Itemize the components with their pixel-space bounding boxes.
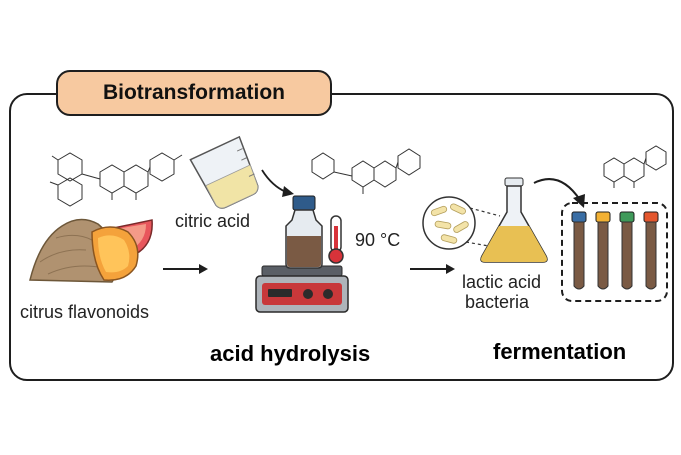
test-tube-green-cap-icon xyxy=(619,211,635,290)
fermentation-product-structure-icon xyxy=(603,145,667,188)
temperature-label: 90 °C xyxy=(355,230,401,250)
bacteria-magnified-icon xyxy=(422,196,476,250)
citrus-flavonoids-label: citrus flavonoids xyxy=(20,302,150,322)
bacteria-label: bacteria xyxy=(464,292,530,312)
citric-acid-beaker-icon xyxy=(189,135,259,209)
hotplate-icon xyxy=(255,265,349,313)
acid-hydrolysis-step-label: acid hydrolysis xyxy=(210,341,371,366)
process-frame xyxy=(9,93,674,381)
test-tube-blue-cap-icon xyxy=(571,211,587,290)
lactic-acid-label: lactic acid xyxy=(462,272,542,292)
flavonoid-glycoside-structure-icon xyxy=(49,152,183,207)
diagram-title: Biotransformation xyxy=(56,70,332,116)
arrow-to-hydrolysis-icon xyxy=(163,264,208,274)
citrus-slices-icon xyxy=(91,219,153,281)
test-tube-red-cap-icon xyxy=(643,211,659,290)
curved-arrow-citric-acid-icon xyxy=(261,169,294,197)
thermometer-icon xyxy=(328,215,344,264)
hydrolysis-bottle-icon xyxy=(285,195,323,269)
flavonoid-aglycone-structure-icon xyxy=(311,148,421,194)
arrow-to-fermentation-icon xyxy=(410,264,455,274)
tubes-dashed-box xyxy=(561,202,668,302)
citric-acid-label: citric acid xyxy=(175,211,251,231)
erlenmeyer-flask-icon xyxy=(480,177,548,263)
magnifier-guide-lines-icon xyxy=(465,207,501,249)
curved-arrow-to-tubes-icon xyxy=(533,178,585,208)
fermentation-step-label: fermentation xyxy=(493,339,627,364)
test-tube-yellow-cap-icon xyxy=(595,211,611,290)
